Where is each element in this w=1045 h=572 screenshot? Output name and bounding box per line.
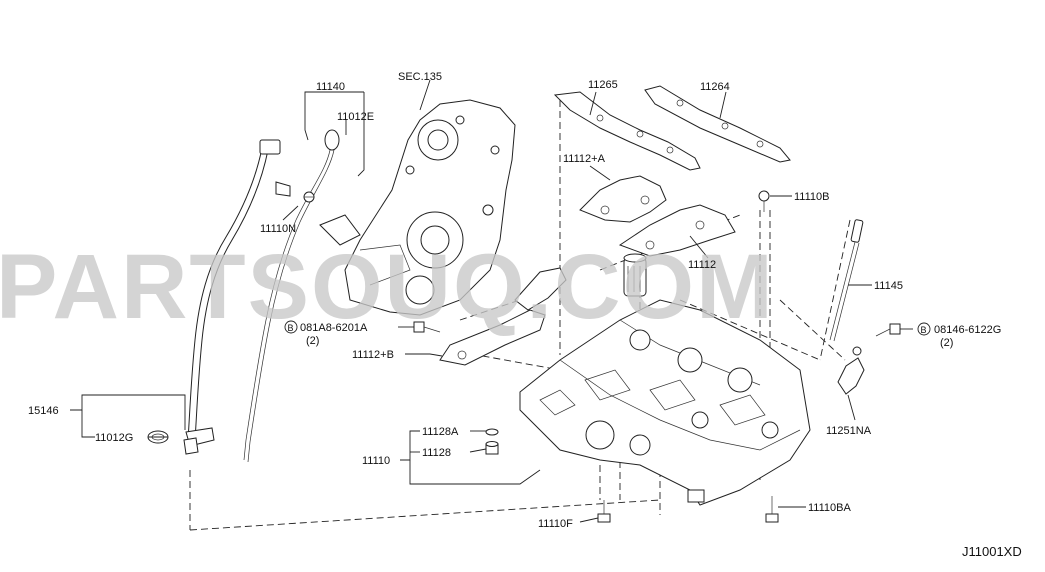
dipstick-11140[interactable] [243,129,340,463]
label-08146-6122g[interactable]: 08146-6122G [934,324,1001,336]
label-11012e[interactable]: 11012E [337,111,374,123]
diagram-code: J11001XD [962,544,1022,559]
cylinder-block[interactable] [519,299,811,506]
bolt-marker-letter-2: B [921,325,927,335]
dipstick-11145[interactable] [829,219,864,342]
label-11128[interactable]: 11128 [422,447,451,459]
watermark: PARTSOUQ.COM [0,236,775,338]
label-sec135[interactable]: SEC.135 [398,71,442,83]
bolt-08146[interactable] [875,323,901,337]
bolt-marker-icon [284,320,298,334]
label-11112a[interactable]: 11112+A [563,153,606,165]
bolt-11110n[interactable] [303,191,315,203]
label-08146-qty: (2) [940,337,953,349]
gasket-11264[interactable] [644,85,791,163]
bracket-11112b[interactable] [439,267,567,366]
bracket-11112[interactable] [618,204,736,257]
label-11112b[interactable]: 11112+B [352,349,394,361]
bracket-11112a[interactable] [579,175,667,223]
label-11251na[interactable]: 11251NA [826,425,872,437]
part-labels: 11140 SEC.135 11012E 11110N B 081A8-6201… [28,71,1001,530]
label-11140[interactable]: 11140 [316,81,345,93]
label-11110ba[interactable]: 11110BA [808,502,851,514]
front-cover[interactable] [319,99,516,316]
label-11110b[interactable]: 11110B [794,191,829,203]
dipstick-tube[interactable] [183,139,291,455]
label-11145[interactable]: 11145 [874,280,903,292]
label-11112[interactable]: 11112 [688,259,716,271]
plug-11128a[interactable] [485,428,499,436]
label-11265[interactable]: 11265 [588,79,618,91]
bolt-11110b[interactable] [758,190,770,212]
plug-11128[interactable] [485,441,499,455]
label-11128a[interactable]: 11128A [422,426,459,438]
bolt-11110ba[interactable] [765,496,779,523]
label-11110n[interactable]: 11110N [260,223,296,235]
bolt-marker-letter: B [288,323,294,333]
label-081a8-6201a[interactable]: 081A8-6201A [300,322,368,334]
label-11012g[interactable]: 11012G [95,432,133,444]
bolt-marker-icon-2 [917,322,931,336]
label-11264[interactable]: 11264 [700,81,730,93]
label-11110f[interactable]: 11110F [538,518,573,530]
oil-filter[interactable] [623,253,647,297]
leader-lines [70,79,913,523]
oil-strainer-11251na[interactable] [837,346,865,395]
label-081a8-qty: (2) [306,335,319,347]
label-11110[interactable]: 11110 [362,455,390,467]
label-15146[interactable]: 15146 [28,405,59,417]
